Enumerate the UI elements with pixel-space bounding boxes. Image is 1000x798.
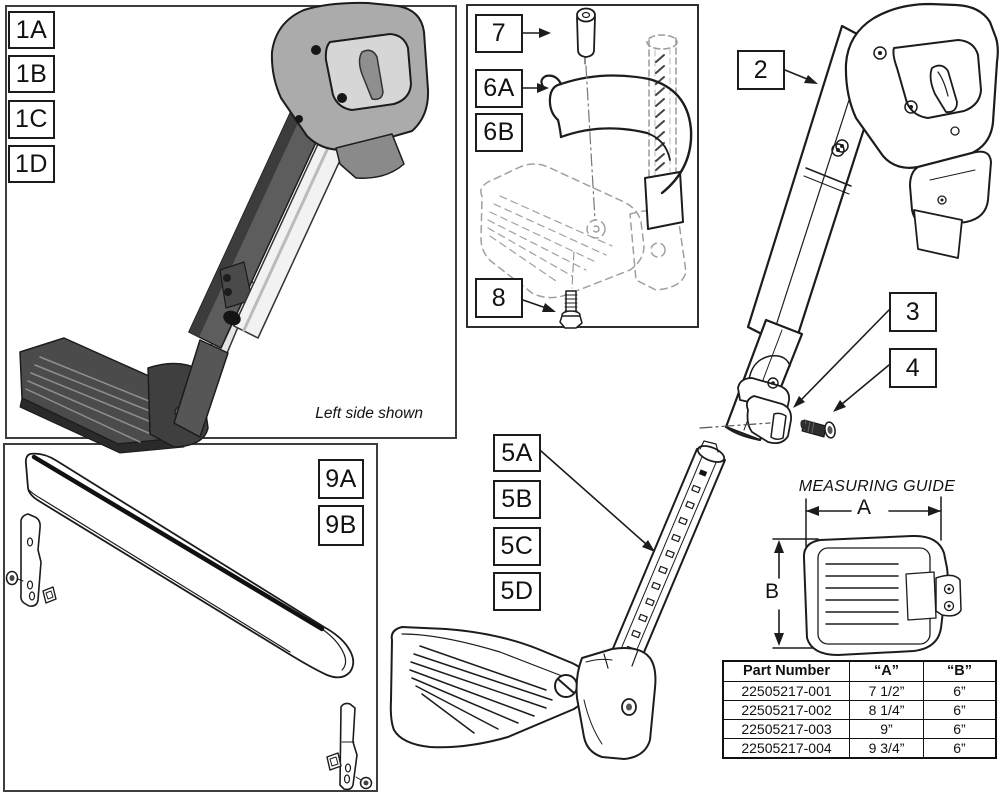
part-number-cell: 22505217-002 [722,700,850,720]
extension-tube [605,440,726,677]
cam-pin [800,419,836,439]
dim-b-cell: 6” [923,681,997,701]
dim-b-cell: 6” [923,738,997,759]
calf-strap [540,74,693,195]
callout-9a: 9A [318,459,364,499]
guard-bracket-right [326,702,373,791]
part-number-cell: 22505217-003 [722,719,850,739]
hanger-line-drawing [389,2,999,760]
dim-a-cell: 9 3/4” [849,738,924,759]
callout-1d: 1D [8,145,55,183]
footplate-screw [559,290,583,329]
measuring-guide-drawing [772,496,962,656]
callout-6a: 6A [475,69,523,108]
ghost-footplate [480,163,687,299]
callout-2: 2 [737,50,785,90]
legrest-assembly-shaded-drawing [19,1,430,454]
parts-table-header-row: Part Number “A” “B” [722,660,997,682]
footplate-line-drawing [389,626,657,760]
callout-8: 8 [475,278,523,318]
callout-1b: 1B [8,55,55,93]
header-dim-a: “A” [849,660,924,682]
dim-b-cell: 6” [923,700,997,720]
dim-a-cell: 7 1/2” [849,681,924,701]
side-guard-drawing [5,452,373,791]
callout-7: 7 [475,14,523,53]
callout-6b: 6B [475,113,523,152]
callout-5d: 5D [493,572,541,611]
left-side-shown-caption: Left side shown [315,405,423,422]
part-number-cell: 22505217-004 [722,738,850,759]
table-row: 22505217-004 9 3/4” 6” [722,738,997,759]
leader-lines [522,28,890,552]
ratchet-sleeve [644,171,684,230]
screw-centerline [571,251,575,289]
callout-5b: 5B [493,480,541,519]
callout-5c: 5C [493,527,541,566]
strap-pin [576,7,596,65]
guard-bracket-left [5,513,57,607]
dim-a-cell: 9” [849,719,924,739]
callout-4: 4 [889,348,937,388]
parts-table: Part Number “A” “B” 22505217-001 7 1/2” … [722,660,997,759]
table-row: 22505217-003 9” 6” [722,719,997,739]
pin-centerline [585,65,596,221]
dimension-b-label: B [765,580,780,603]
header-dim-b: “B” [923,660,997,682]
ghost-ratchet-tube [646,34,678,179]
callout-9b: 9B [318,505,364,546]
callout-3: 3 [889,292,937,332]
dimension-a-label: A [857,496,872,519]
dim-a-cell: 8 1/4” [849,700,924,720]
footplate-detail-drawing [480,7,693,329]
measuring-guide-title: MEASURING GUIDE [798,478,956,495]
release-latch [929,64,958,113]
table-row: 22505217-001 7 1/2” 6” [722,681,997,701]
table-row: 22505217-002 8 1/4” 6” [722,700,997,720]
callout-5a: 5A [493,434,541,472]
header-part-number: Part Number [722,660,850,682]
part-number-cell: 22505217-001 [722,681,850,701]
ratchet-teeth [655,54,665,171]
dim-b-cell: 6” [923,719,997,739]
callout-1a: 1A [8,11,55,49]
callout-1c: 1C [8,100,55,139]
